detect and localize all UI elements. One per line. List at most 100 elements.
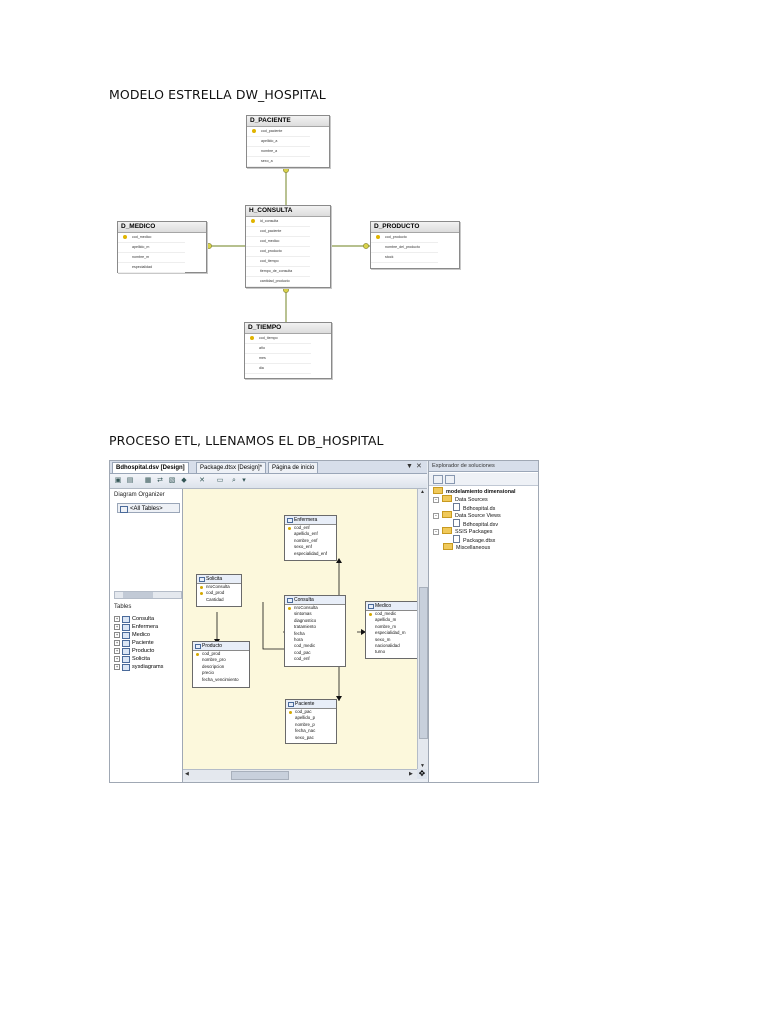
diagram-field: sintomas — [294, 611, 312, 617]
diagram-table-enfermera[interactable]: Enfermera cod_enf apellido_enf nombre_en… — [284, 515, 337, 561]
etl-process-heading: PROCESO ETL, LLENAMOS EL DB_HOSPITAL — [109, 433, 384, 448]
table-field: cantidad_producto — [246, 277, 311, 287]
diagram-organizer-label: Diagram Organizer — [114, 492, 165, 498]
diagram-field: nombre_m — [375, 623, 396, 629]
arrow-head — [336, 696, 342, 701]
diagram-canvas[interactable]: Enfermera cod_enf apellido_enf nombre_en… — [183, 489, 418, 769]
relationship-icon[interactable]: ⇄ — [157, 477, 163, 484]
data-source-icon — [453, 503, 460, 511]
zoom-dropdown-icon[interactable]: ▾ — [242, 477, 246, 484]
diagram-organizer-pane: Diagram Organizer <All Tables> Tables +C… — [110, 489, 183, 782]
solution-explorer: Explorador de soluciones modelamiento di… — [428, 461, 538, 782]
diagram-icon — [120, 506, 128, 513]
project-node[interactable]: modelamiento dimensional — [433, 487, 516, 496]
package-file[interactable]: Package.dtsx — [453, 535, 495, 545]
scroll-right-icon[interactable]: ▶ — [409, 771, 413, 777]
miscellaneous-node[interactable]: Miscellaneous — [443, 543, 490, 552]
dsv-file[interactable]: Bdhospital.dsv — [453, 519, 498, 529]
diagram-table-medico[interactable]: Medico cod_medic apellido_m nombre_m esp… — [365, 601, 418, 659]
table-title: D_MEDICO — [118, 222, 206, 233]
tab-bdhospital-dsv[interactable]: Bdhospital.dsv [Design] — [112, 462, 189, 473]
folder-icon — [442, 527, 452, 534]
ssis-packages-node[interactable]: −SSIS Packages — [433, 527, 493, 535]
diagram-table-title: Paciente — [286, 700, 336, 709]
table-field: tiempo_de_consulta — [246, 267, 311, 277]
delete-icon[interactable]: ✕ — [199, 477, 205, 484]
table-item-medico[interactable]: +Medico — [114, 632, 151, 639]
table-field: especialidad — [118, 263, 185, 273]
new-query-icon[interactable]: ▦ — [144, 477, 152, 484]
diagram-field: Cantidad — [206, 596, 224, 602]
canvas-vertical-scrollbar[interactable]: ▲ ▼ — [417, 489, 428, 772]
star-model-heading: MODELO ESTRELLA DW_HOSPITAL — [109, 87, 326, 102]
table-item-paciente[interactable]: +Paciente — [114, 640, 154, 647]
close-icon[interactable]: ✕ — [416, 463, 422, 470]
add-table-icon[interactable]: ▣ — [114, 477, 122, 484]
package-icon — [453, 535, 460, 543]
scroll-up-icon[interactable]: ▲ — [420, 489, 425, 495]
diagram-table-solicita[interactable]: Solicita nroConsulta cod_prod Cantidad — [196, 574, 242, 607]
scroll-down-icon[interactable]: ▼ — [420, 763, 425, 769]
tab-package-dtsx[interactable]: Package.dtsx [Design]* — [196, 462, 267, 473]
diagram-table-title: Producto — [193, 642, 249, 651]
canvas-horizontal-scrollbar[interactable]: ◀ ▶ — [183, 769, 417, 780]
diagram-table-producto[interactable]: Producto cod_prod nombre_pro descripcion… — [192, 641, 250, 688]
properties-icon[interactable] — [433, 475, 443, 484]
diagram-table-title: Consulta — [285, 596, 345, 605]
document-tabs: Bdhospital.dsv [Design] Package.dtsx [De… — [110, 461, 427, 474]
table-field: sexo_a — [247, 157, 311, 167]
data-sources-node[interactable]: −Data Sources — [433, 495, 488, 503]
diagram-field: fecha_nac — [295, 728, 316, 734]
folder-icon — [442, 511, 452, 518]
table-title: H_CONSULTA — [246, 206, 330, 217]
dsv-icon — [453, 519, 460, 527]
connector-end — [283, 287, 289, 293]
arrange-icon[interactable]: ◆ — [181, 477, 187, 484]
arrow-head — [336, 558, 342, 563]
table-item-consulta[interactable]: +Consulta — [114, 616, 155, 623]
diagram-field: sexo_enf — [294, 544, 312, 550]
designer-toolbar: ▣ ▤ ▦ ⇄ ▧ ◆ ✕ ▭ ⌕ ▾ — [110, 474, 427, 489]
scroll-left-icon[interactable]: ◀ — [185, 771, 189, 777]
arrow-head — [361, 629, 366, 635]
table-item-enfermera[interactable]: +Enfermera — [114, 624, 159, 631]
diagram-field: apellido_m — [375, 617, 397, 623]
table-field: cod_medico — [118, 233, 185, 243]
data-source-file[interactable]: Bdhospital.ds — [453, 503, 495, 513]
diagram-field: sexo_m — [375, 636, 391, 642]
diagram-field: sexo_pac — [295, 734, 314, 740]
diagram-field: turno — [375, 649, 386, 655]
table-field: mes — [245, 354, 311, 364]
connector-end — [283, 167, 289, 173]
diagram-table-consulta[interactable]: Consulta nroConsulta sintomas diagnostic… — [284, 595, 346, 667]
diagram-table-paciente[interactable]: Paciente cod_pac apellido_p nombre_p fec… — [285, 699, 337, 744]
scroll-thumb[interactable] — [231, 771, 289, 780]
table-field: stock — [371, 253, 438, 263]
all-tables-item[interactable]: <All Tables> — [117, 503, 180, 513]
all-tables-label: <All Tables> — [130, 506, 163, 512]
diagram-field: apellido_p — [295, 715, 316, 721]
table-item-solicita[interactable]: +Solicita — [114, 656, 151, 663]
diagram-field: cod_medic — [294, 643, 316, 649]
table-icon — [122, 624, 130, 631]
table-item-sysdiagrams[interactable]: +sysdiagrams — [114, 664, 164, 671]
diagram-field: nroConsulta — [285, 605, 345, 611]
data-source-views-node[interactable]: −Data Source Views — [433, 511, 501, 519]
remove-table-icon[interactable]: ▤ — [126, 477, 134, 484]
dropdown-icon[interactable]: ▼ — [406, 463, 413, 470]
organizer-scrollbar[interactable] — [114, 591, 182, 599]
show-all-files-icon[interactable] — [445, 475, 455, 484]
table-item-producto[interactable]: +Producto — [114, 648, 155, 655]
tab-pagina-de-inicio[interactable]: Página de inicio — [268, 462, 319, 473]
find-table-icon[interactable]: ▭ — [216, 477, 224, 484]
scroll-thumb[interactable] — [419, 587, 428, 739]
refresh-icon[interactable]: ▧ — [168, 477, 176, 484]
table-field: dia — [245, 364, 311, 374]
table-title: D_TIEMPO — [245, 323, 331, 334]
zoom-icon[interactable]: ⌕ — [232, 477, 236, 484]
table-field: cod_producto — [371, 233, 438, 243]
table-field: cod_producto — [246, 247, 311, 257]
table-field: nombre_a — [247, 147, 311, 157]
table-field: cod_medico — [246, 237, 311, 247]
pan-icon[interactable]: ✥ — [417, 769, 427, 779]
